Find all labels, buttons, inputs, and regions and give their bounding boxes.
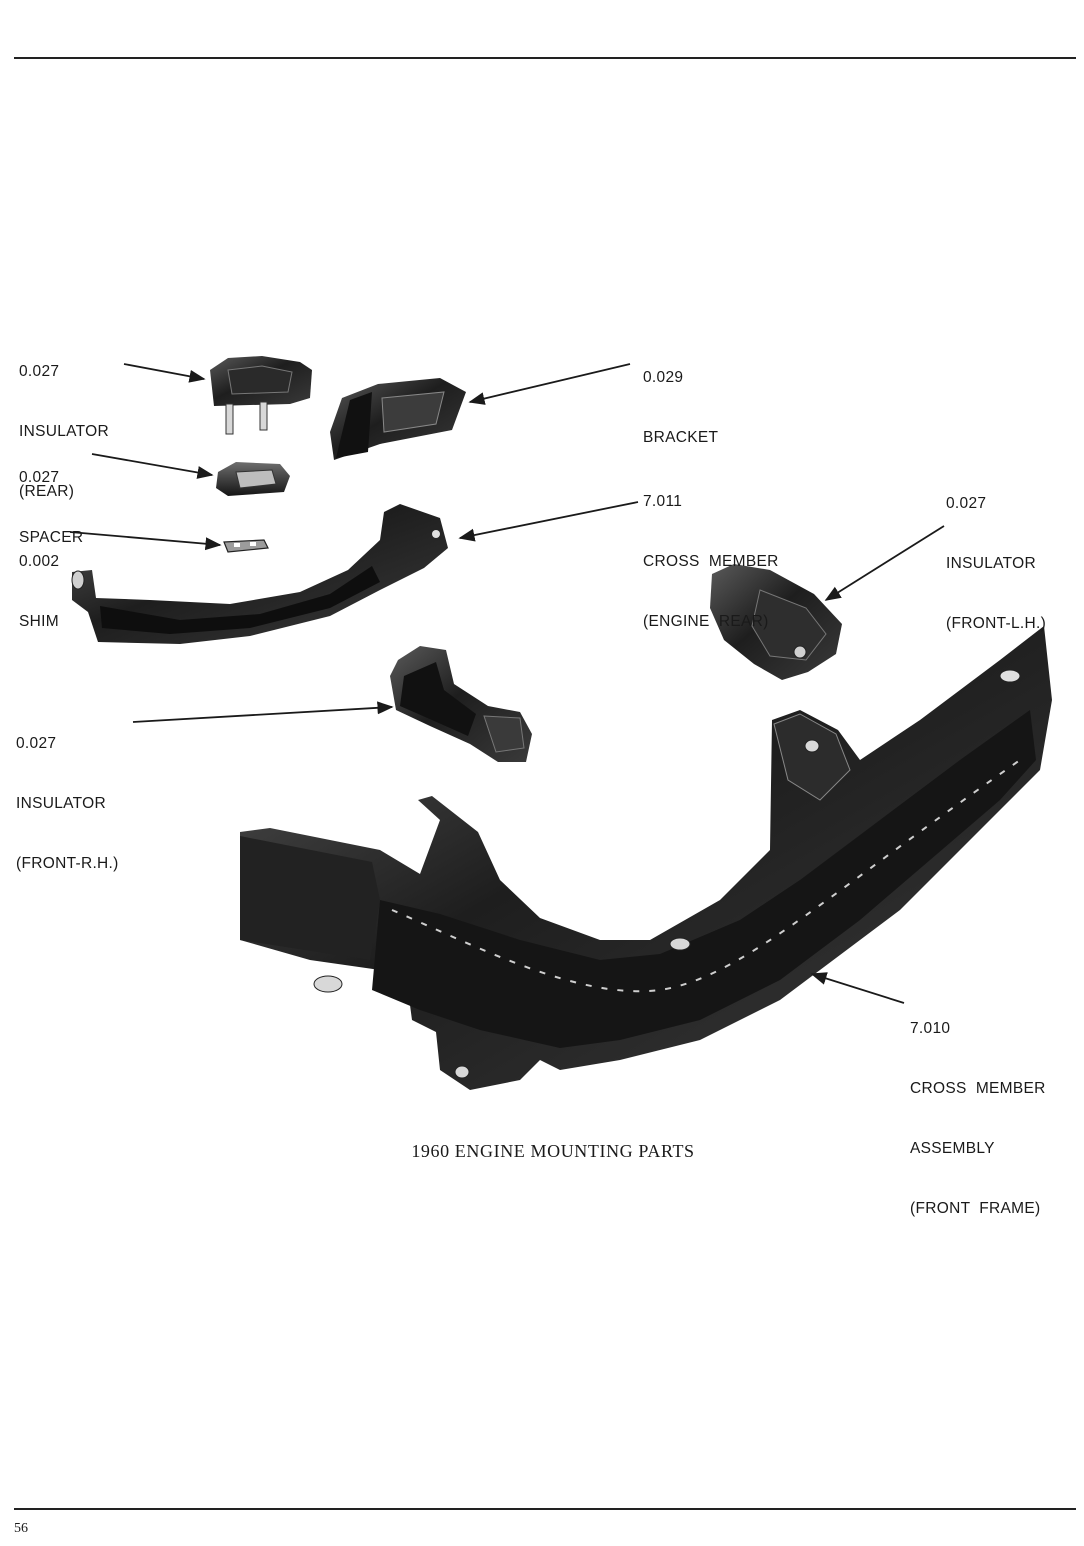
part-number: 0.027: [19, 363, 60, 380]
part-detail: (FRONT FRAME): [910, 1200, 1041, 1217]
bracket-part: [330, 378, 466, 460]
leader-arrows: [69, 363, 945, 1004]
arrow-spacer: [91, 453, 214, 479]
arrow-insulator-rear: [123, 363, 206, 383]
label-cross-member-front-frame: 7.010 CROSS MEMBER ASSEMBLY (FRONT FRAME…: [910, 979, 1046, 1239]
part-name-2: ASSEMBLY: [910, 1140, 995, 1157]
arrow-shim: [69, 531, 222, 551]
part-number: 0.002: [19, 553, 60, 570]
top-rule: [14, 57, 1076, 59]
part-number: 0.027: [16, 735, 57, 752]
label-insulator-front-rh: 0.027 INSULATOR (FRONT-R.H.): [16, 694, 119, 894]
part-number: 0.027: [19, 469, 60, 486]
label-cross-member-engine-rear: 7.011 CROSS MEMBER (ENGINE REAR): [643, 452, 779, 652]
insulator-front-rh-part: [390, 646, 532, 762]
label-insulator-front-lh: 0.027 INSULATOR (FRONT-L.H.): [946, 454, 1046, 654]
cross-member-engine-rear-part: [71, 504, 448, 644]
part-number: 0.027: [946, 495, 987, 512]
spacer-part: [216, 462, 290, 496]
part-name: BRACKET: [643, 429, 719, 446]
part-name: SPACER: [19, 529, 84, 546]
part-detail: (REAR): [19, 483, 75, 500]
arrow-bracket: [468, 363, 631, 405]
insulator-rear-part: [210, 356, 312, 435]
shim-part: [223, 539, 269, 553]
part-name: CROSS MEMBER: [910, 1080, 1046, 1097]
part-detail: (FRONT-L.H.): [946, 615, 1047, 632]
arrow-cross-member-front-frame: [810, 972, 905, 1004]
arrow-insulator-front-lh: [824, 525, 945, 601]
part-name: SHIM: [19, 613, 59, 630]
arrow-insulator-front-rh: [132, 701, 394, 723]
figure-caption: 1960 ENGINE MOUNTING PARTS: [411, 1141, 695, 1161]
part-number: 7.010: [910, 1020, 951, 1037]
part-name: INSULATOR: [946, 555, 1036, 572]
label-shim: 0.002 SHIM: [19, 512, 59, 652]
part-detail: (ENGINE REAR): [643, 613, 769, 630]
label-insulator-rear: 0.027 INSULATOR (REAR): [19, 322, 109, 522]
part-number: 0.029: [643, 369, 684, 386]
page-number: 56: [14, 1521, 28, 1536]
label-bracket: 0.029 BRACKET: [643, 328, 718, 468]
insulator-front-lh-part: [710, 564, 842, 680]
part-detail: (FRONT-R.H.): [16, 855, 119, 872]
part-name: INSULATOR: [19, 423, 109, 440]
label-spacer: 0.027 SPACER: [19, 428, 83, 568]
bottom-rule: [14, 1508, 1076, 1510]
cross-member-front-frame-part: [240, 626, 1052, 1090]
part-name: CROSS MEMBER: [643, 553, 779, 570]
arrow-cross-member-engine-rear: [458, 501, 639, 542]
part-number: 7.011: [643, 493, 683, 510]
part-name: INSULATOR: [16, 795, 106, 812]
